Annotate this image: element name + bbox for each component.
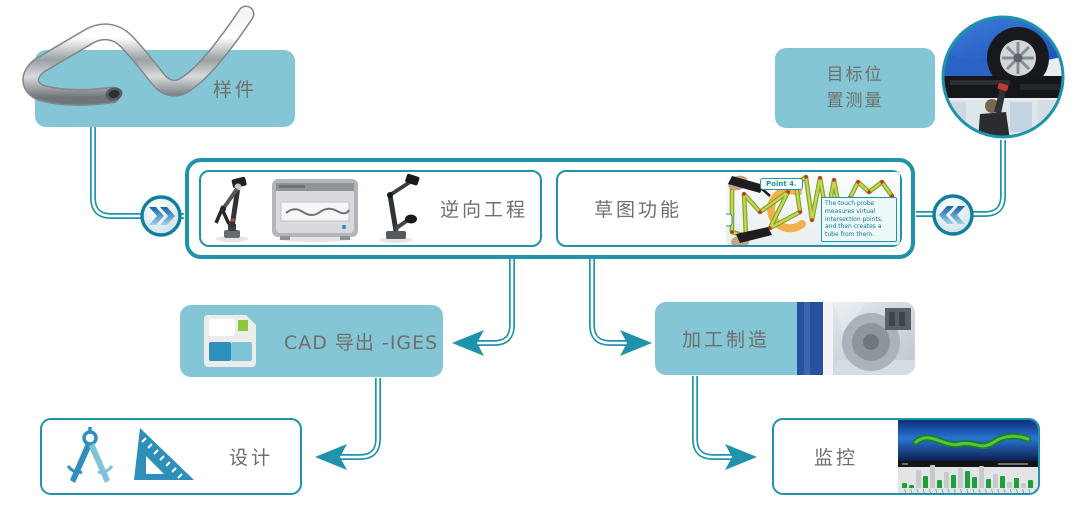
set-square-icon (134, 427, 194, 480)
monitor-bar (979, 466, 984, 488)
monitor-bar (993, 474, 998, 488)
monitoring-software-screenshot (898, 420, 1038, 493)
connector-target-to-core (916, 140, 1006, 217)
point-callout: Point 4. (760, 178, 803, 190)
monitor-bar (902, 483, 907, 488)
drafting-compass-icon (66, 426, 114, 483)
cropped-callout (726, 213, 733, 227)
tube-3d-view (898, 420, 1038, 467)
node-design: 设计 (40, 418, 302, 495)
measuring-arm-fork (214, 176, 248, 242)
backward-double-chevron-badge (932, 194, 974, 236)
node-cad-export: CAD 导出 -IGES (180, 305, 443, 377)
monitor-bars (902, 462, 1033, 488)
monitor-bar (965, 471, 970, 488)
manufacturing-label: 加工制造 (681, 329, 770, 351)
monitor-bar (1007, 482, 1012, 488)
node-manufacturing: 加工制造 (655, 302, 915, 375)
design-label-area: 设计 (202, 420, 300, 493)
monitor-bar (937, 480, 942, 488)
monitor-bar (951, 475, 956, 488)
monitor-bar (972, 477, 977, 488)
monitor-bar (1000, 476, 1005, 488)
connector-core-to-manufacturing (589, 259, 652, 356)
monitor-bar (986, 479, 991, 488)
cnc-machine-photo (797, 302, 915, 375)
arrow-right-icon (620, 330, 652, 356)
target-label-line1: 目标位 (826, 64, 884, 85)
reverse-engineering-label-area: 逆向工程 (428, 170, 540, 247)
monitor-axis-ticks (900, 489, 1038, 493)
monitor-bar (944, 472, 949, 488)
sketch-illustration: Point 4. The touch probe measures virtua… (726, 172, 900, 245)
monitor-bar (1014, 478, 1019, 488)
target-label-line2: 置测量 (826, 91, 884, 111)
monitoring-label-area: 监控 (774, 420, 898, 493)
design-icons (66, 426, 194, 483)
cad-export-label: CAD 导出 -IGES (284, 331, 439, 354)
connector-cad-to-design (315, 378, 381, 470)
monitor-bar (930, 465, 935, 488)
connector-core-to-cad (452, 259, 515, 356)
tube-sample-image (22, 5, 255, 106)
measuring-equipment-image (214, 173, 420, 243)
node-reverse-engineering (199, 170, 542, 247)
monitor-bar (1021, 483, 1026, 488)
touch-probe-hand-bottom (731, 227, 772, 245)
connector-sample-to-core (90, 126, 184, 219)
arrow-right-icon (725, 444, 757, 470)
monitor-bar (923, 476, 928, 488)
arrow-left-icon (315, 444, 347, 470)
floppy-disk-icon (204, 315, 256, 367)
touch-probe-hand-top (728, 175, 771, 197)
manufacturing-label-area: 加工制造 (655, 302, 797, 375)
sketch-function-label-area: 草图功能 (572, 170, 704, 247)
arrow-left-icon (452, 330, 484, 356)
car-measurement-photo (941, 15, 1065, 139)
tube-measuring-machine (272, 179, 358, 242)
sample-label: 样件 (212, 79, 257, 101)
connector-manufacturing-to-monitoring (692, 376, 757, 470)
double-chevron-left-icon (939, 206, 965, 224)
double-chevron-right-icon (149, 207, 175, 225)
forward-double-chevron-badge (140, 195, 182, 237)
probe-caption: The touch probe measures virtual interse… (821, 197, 897, 242)
node-monitoring: 监控 (772, 418, 1040, 495)
monitor-bar (958, 468, 963, 488)
sketch-function-label: 草图功能 (593, 199, 682, 221)
monitoring-label: 监控 (813, 447, 858, 469)
monitor-bar (909, 485, 914, 488)
monitor-bar (916, 470, 921, 488)
monitor-bar (1028, 480, 1033, 488)
node-target-measure: 目标位 置测量 (775, 48, 935, 128)
measuring-arm-probe (379, 173, 420, 243)
design-label: 设计 (228, 447, 273, 469)
reverse-engineering-label: 逆向工程 (439, 199, 528, 221)
